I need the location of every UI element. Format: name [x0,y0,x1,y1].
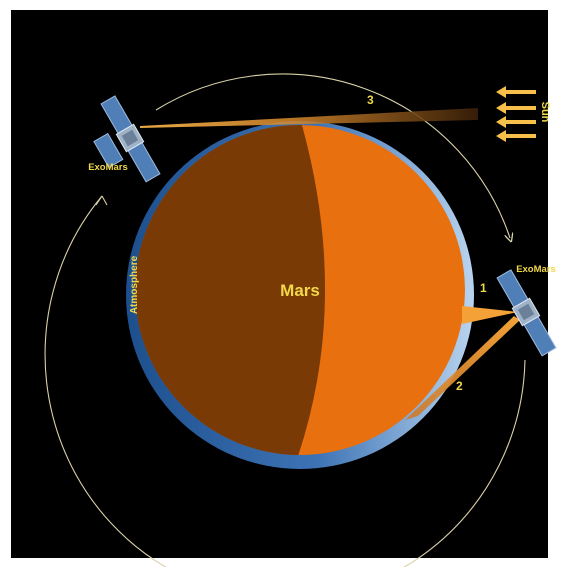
arrow-left-icon [496,102,536,114]
satellite-icon [93,95,161,183]
orbit-arrow-left [95,195,108,206]
planet-label: Mars [280,281,320,300]
ray-path-2 [405,316,520,420]
satellite-icon [496,269,557,357]
path-1-label: 1 [480,281,487,295]
arrow-left-icon [496,116,536,128]
path-3-label: 3 [367,93,374,107]
ray-path-1 [462,306,518,324]
sun-label: Sun [539,102,551,123]
spacecraft-label-right: ExoMars [516,264,556,275]
orbit-arc-upper [155,73,510,238]
atmosphere-label: Atmosphere [129,255,140,314]
mars-planet [135,125,465,455]
orbit-path [44,73,526,572]
sun-arrows [496,86,536,142]
ray-path-3 [140,108,478,128]
solar-panel-top [93,132,124,169]
arrow-left-icon [496,86,536,98]
orbit-arc-lower [44,195,526,572]
spacecraft-body-face [517,303,535,321]
mars-night-side [135,125,326,455]
arrow-left-icon [496,130,536,142]
spacecraft-label-left: ExoMars [88,162,128,173]
path-2-label: 2 [456,379,463,393]
spacecraft-body-face [121,129,139,147]
